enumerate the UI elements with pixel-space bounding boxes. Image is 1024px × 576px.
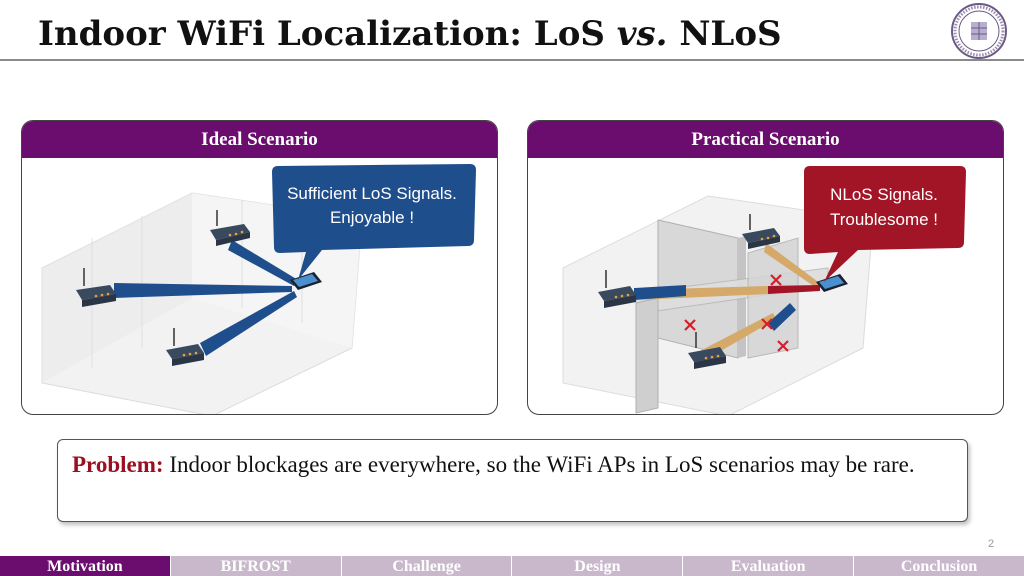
los-beam-bottom [200, 291, 297, 356]
nlos-beam [768, 285, 820, 294]
smartphone-icon [290, 272, 322, 290]
speech-bubble [804, 166, 966, 282]
los-beam [634, 285, 686, 300]
nav-item-motivation[interactable]: Motivation [0, 556, 171, 576]
bubble-text-line2: Enjoyable ! [330, 208, 414, 227]
practical-scenario-illustration: NLoS Signals. Troublesome ! [528, 158, 1003, 414]
university-seal-icon [951, 3, 1007, 59]
los-beam [768, 303, 796, 331]
bubble-text-line2: Troublesome ! [830, 210, 938, 229]
title-divider [0, 59, 1024, 61]
wall-blockage [747, 237, 799, 359]
nav-item-design[interactable]: Design [512, 556, 684, 576]
ideal-scenario-panel: Ideal Scenario [21, 120, 498, 415]
los-beam-top [228, 240, 298, 286]
nlos-beam [764, 243, 821, 289]
problem-statement-box: Problem: Indoor blockages are everywhere… [57, 439, 968, 522]
bubble-text-line1: NLoS Signals. [830, 185, 938, 204]
wifi-router-icon [742, 214, 780, 249]
section-nav-bar: Motivation BIFROST Challenge Design Eval… [0, 556, 1024, 576]
wifi-router-icon [166, 328, 204, 366]
wifi-router-icon [598, 270, 636, 308]
nav-item-bifrost[interactable]: BIFROST [171, 556, 342, 576]
smartphone-icon [816, 274, 848, 292]
los-beam-left [114, 283, 292, 298]
problem-text: Indoor blockages are everywhere, so the … [163, 452, 915, 477]
ideal-scenario-illustration: Sufficient LoS Signals. Enjoyable ! [22, 158, 497, 414]
wifi-router-icon [210, 210, 250, 246]
wifi-router-icon [688, 332, 726, 369]
practical-scenario-panel: Practical Scenario [527, 120, 1004, 415]
wall-blockage [635, 297, 659, 414]
speech-bubble [272, 164, 476, 280]
wifi-router-icon [76, 268, 116, 307]
page-number: 2 [988, 538, 995, 550]
problem-label: Problem: [72, 452, 164, 477]
ideal-scenario-header: Ideal Scenario [22, 121, 497, 158]
nav-item-conclusion[interactable]: Conclusion [900, 558, 978, 575]
nav-item-evaluation[interactable]: Evaluation [683, 556, 855, 576]
slide-title: Indoor WiFi Localization: LoS vs. NLoS [38, 14, 782, 54]
nav-item-challenge[interactable]: Challenge [342, 556, 513, 576]
bubble-text-line1: Sufficient LoS Signals. [287, 184, 457, 203]
practical-scenario-header: Practical Scenario [528, 121, 1003, 158]
blocked-x-icon [684, 274, 789, 352]
